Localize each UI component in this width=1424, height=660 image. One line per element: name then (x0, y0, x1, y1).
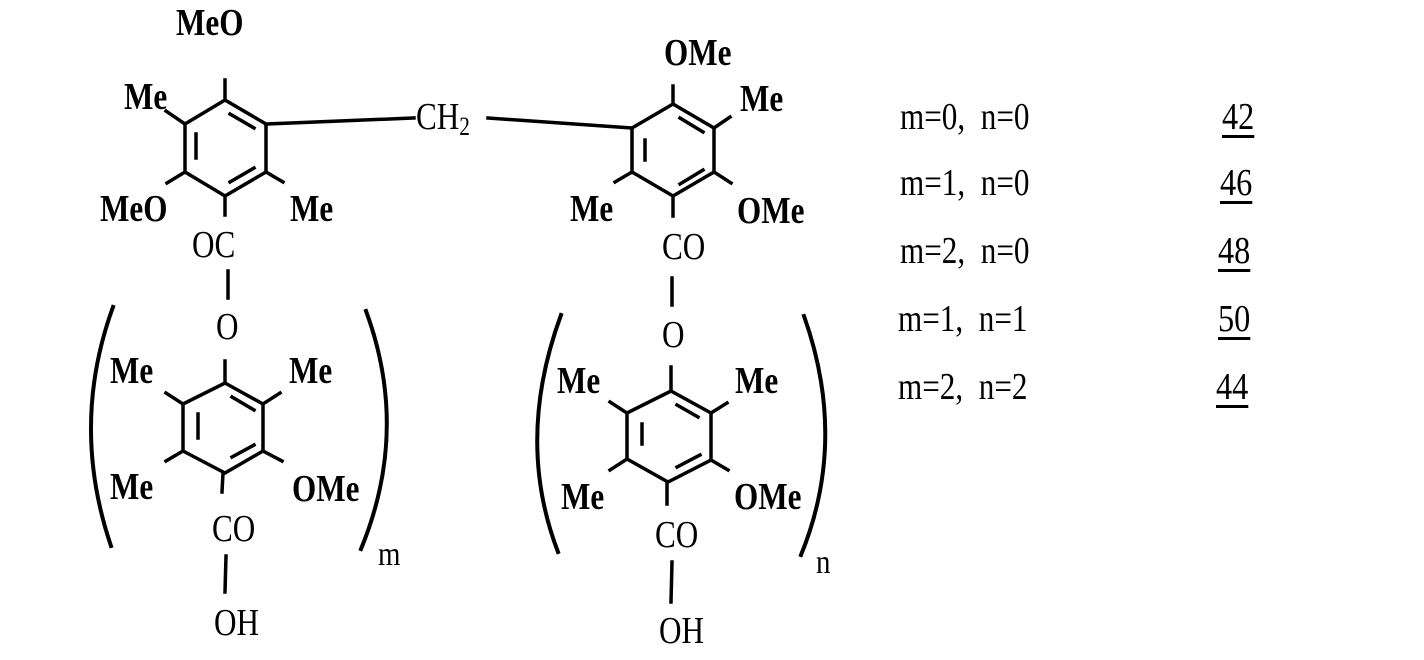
left-ester-carbonyl-label: OC (192, 224, 236, 266)
left-repeat-hydroxyl-label: OH (214, 602, 260, 644)
methylene-bridge-label: CH2 (416, 96, 470, 141)
right-top-methoxy-lower-label: OMe (737, 190, 805, 232)
right-top-benzene-ring (630, 101, 716, 199)
methylene-subscript: 2 (459, 112, 470, 141)
right-top-methyl-lower-label: Me (570, 188, 614, 230)
left-top-benzene-ring (183, 97, 268, 199)
left-repeat-methyl-upper-right-label: Me (289, 350, 333, 392)
compound-number: 48 (1218, 230, 1251, 272)
left-repeat-methyl-lower-left-label: Me (110, 466, 154, 508)
compound-number: 42 (1222, 96, 1255, 138)
right-repeat-hydroxyl-label: OH (659, 610, 705, 652)
left-top-methoxy-lower-label: MeO (100, 188, 168, 230)
compound-number: 50 (1218, 298, 1251, 340)
right-ester-carbonyl-label: CO (662, 226, 706, 268)
left-ester-oxygen-label: O (216, 306, 239, 348)
left-open-paren-m (89, 304, 116, 549)
left-top-methoxy-label: MeO (176, 2, 244, 44)
right-repeat-methyl-upper-left-label: Me (557, 360, 601, 402)
table-condition: m=0, n=0 (900, 96, 1030, 138)
left-repeat-methoxy-label: OMe (292, 468, 360, 510)
left-top-methyl-lower-label: Me (290, 188, 334, 230)
table-condition: m=1, n=0 (900, 162, 1030, 204)
left-top-methyl-upper-label: Me (124, 76, 168, 118)
compound-number: 46 (1220, 162, 1253, 204)
right-close-paren-n (798, 313, 828, 558)
repeat-index-m: m (378, 536, 401, 573)
right-repeat-benzene-ring (625, 389, 713, 484)
methylene-ch-text: CH (416, 96, 460, 138)
left-repeat-benzene-ring (181, 381, 265, 475)
repeat-index-n: n (816, 544, 831, 581)
right-ester-oxygen-label: O (662, 314, 685, 356)
left-repeat-carbonyl-label: CO (212, 508, 256, 550)
compound-number: 44 (1216, 366, 1249, 408)
right-repeat-methoxy-label: OMe (734, 476, 802, 518)
table-condition: m=2, n=0 (900, 230, 1030, 272)
right-open-paren-n (535, 312, 564, 555)
right-top-methyl-upper-label: Me (740, 78, 784, 120)
right-repeat-methyl-upper-right-label: Me (735, 360, 779, 402)
left-close-paren-m (358, 308, 389, 552)
right-top-methoxy-label: OMe (664, 32, 732, 74)
table-condition: m=2, n=2 (898, 366, 1028, 408)
table-condition: m=1, n=1 (898, 298, 1028, 340)
right-repeat-methyl-lower-left-label: Me (561, 476, 605, 518)
right-repeat-carbonyl-label: CO (655, 514, 699, 556)
left-repeat-methyl-upper-left-label: Me (110, 350, 154, 392)
